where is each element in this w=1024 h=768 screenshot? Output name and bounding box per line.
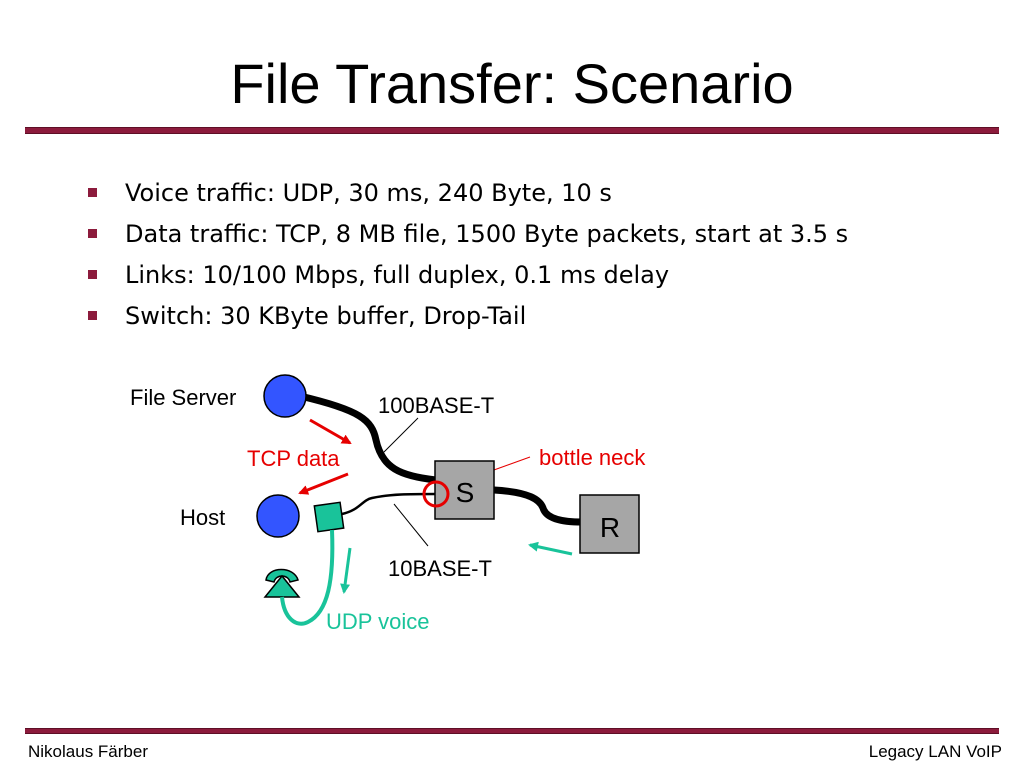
udp-voice-path bbox=[280, 529, 335, 626]
bullet-text: Links: 10/100 Mbps, full duplex, 0.1 ms … bbox=[125, 261, 670, 289]
footer-topic: Legacy LAN VoIP bbox=[868, 742, 1002, 761]
udp-arrow-from-router bbox=[528, 541, 573, 556]
udp-voice-label: UDP voice bbox=[326, 609, 430, 634]
label-leader-10 bbox=[393, 503, 429, 547]
phone-icon bbox=[263, 568, 301, 598]
bullet-item: Switch: 30 KByte buffer, Drop-Tail bbox=[88, 299, 848, 340]
link-10base-t bbox=[341, 492, 437, 516]
bullet-marker bbox=[88, 311, 97, 320]
link-100base-t-router bbox=[493, 486, 583, 526]
bottleneck-label: bottle neck bbox=[539, 445, 646, 470]
file-server-label: File Server bbox=[130, 385, 236, 410]
bullet-text: Voice traffic: UDP, 30 ms, 240 Byte, 10 … bbox=[125, 179, 612, 207]
bullet-list: Voice traffic: UDP, 30 ms, 240 Byte, 10 … bbox=[88, 176, 848, 340]
label-leader-100 bbox=[383, 417, 419, 453]
bullet-item: Data traffic: TCP, 8 MB file, 1500 Byte … bbox=[88, 217, 848, 258]
tcp-arrow-inbound bbox=[309, 418, 352, 445]
tcp-arrow-to-host bbox=[298, 472, 349, 495]
switch-box bbox=[434, 460, 495, 520]
link-10-label: 10BASE-T bbox=[388, 556, 492, 581]
bullet-text: Data traffic: TCP, 8 MB file, 1500 Byte … bbox=[125, 220, 849, 248]
footer-divider bbox=[25, 728, 999, 734]
slide-title: File Transfer: Scenario bbox=[230, 52, 794, 115]
switch-label: S bbox=[456, 477, 475, 508]
bullet-marker bbox=[88, 229, 97, 238]
bottleneck-marker bbox=[422, 480, 450, 508]
bullet-item: Voice traffic: UDP, 30 ms, 240 Byte, 10 … bbox=[88, 176, 848, 217]
bullet-marker bbox=[88, 270, 97, 279]
host-label: Host bbox=[180, 505, 225, 530]
host-adapter-square bbox=[313, 501, 345, 533]
footer-author: Nikolaus Färber bbox=[28, 742, 148, 761]
bullet-marker bbox=[88, 188, 97, 197]
bullet-item: Links: 10/100 Mbps, full duplex, 0.1 ms … bbox=[88, 258, 848, 299]
router-box bbox=[579, 494, 640, 554]
router-label: R bbox=[600, 512, 620, 543]
link-100base-t-server bbox=[299, 392, 437, 484]
bullet-text: Switch: 30 KByte buffer, Drop-Tail bbox=[125, 302, 527, 330]
tcp-data-label: TCP data bbox=[247, 446, 340, 471]
title-divider bbox=[25, 127, 999, 134]
link-100-label: 100BASE-T bbox=[378, 393, 494, 418]
host-node bbox=[256, 494, 300, 538]
file-server-node bbox=[263, 374, 307, 418]
udp-arrow-down bbox=[340, 547, 352, 594]
